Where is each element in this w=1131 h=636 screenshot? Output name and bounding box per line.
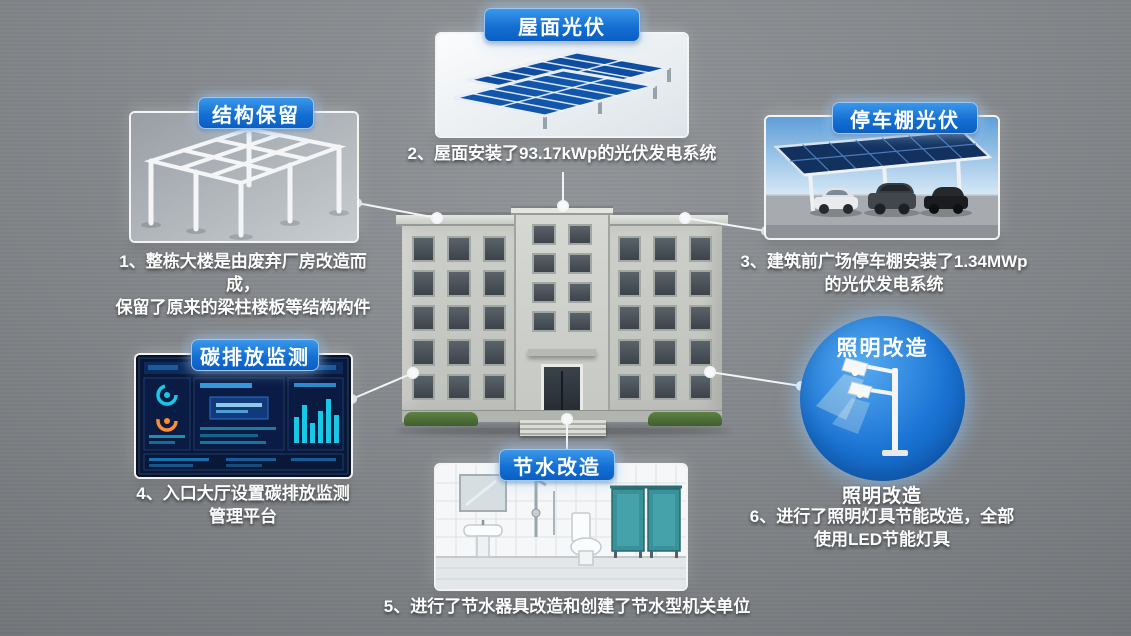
- structure-frame-photo: [131, 113, 357, 241]
- caption-water-saving: 5、进行了节水器具改造和创建了节水型机关单位: [373, 595, 761, 618]
- lighting-circle: 照明改造: [800, 316, 965, 481]
- building-center-bay: [511, 206, 613, 410]
- building-window: [688, 236, 712, 263]
- label-carbon-monitoring: 碳排放监测: [191, 339, 319, 371]
- building-window: [532, 253, 556, 274]
- building-right-wing-windows: [618, 236, 712, 400]
- caption-lighting-line1: 6、进行了照明灯具节能改造，全部: [749, 507, 1015, 526]
- building-window: [618, 304, 642, 332]
- building-window: [688, 339, 712, 366]
- bush-right: [648, 412, 722, 426]
- caption-structure-line2: 保留了原来的梁柱楼板等结构构件: [115, 298, 371, 317]
- water-saving-photo: [436, 465, 686, 589]
- building-window: [412, 270, 436, 297]
- building-entrance-canopy: [528, 349, 596, 356]
- caption-carport-pv: 3、建筑前广场停车棚安装了1.34MWp 的光伏发电系统: [734, 250, 1034, 296]
- carbon-dashboard-photo: [136, 355, 351, 477]
- building-steps: [520, 420, 606, 436]
- label-structure-retention: 结构保留: [198, 97, 314, 129]
- building-window: [412, 304, 436, 332]
- label-roof-pv: 屋面光伏: [484, 8, 640, 42]
- caption-structure-line1: 1、整栋大楼是由废弃厂房改造而成，: [119, 252, 367, 294]
- building-window: [653, 373, 677, 400]
- building-window: [447, 236, 471, 263]
- building-left-wing-windows: [412, 236, 506, 400]
- building-window: [618, 339, 642, 366]
- caption-carbon-monitoring: 4、入口大厅设置碳排放监测 管理平台: [126, 482, 360, 528]
- bush-left: [404, 412, 478, 426]
- caption-structure: 1、整栋大楼是由废弃厂房改造而成， 保留了原来的梁柱楼板等结构构件: [108, 250, 378, 319]
- steel-frame-illustration: [131, 113, 357, 241]
- building-center-windows: [532, 224, 592, 332]
- building-window: [447, 304, 471, 332]
- building-window: [482, 270, 506, 297]
- carport-pv-photo: [766, 117, 998, 238]
- caption-carbon-line1: 4、入口大厅设置碳排放监测: [136, 484, 350, 503]
- roof-pv-photo: [437, 34, 687, 136]
- building-window: [532, 282, 556, 303]
- building-window: [412, 236, 436, 263]
- building-window: [482, 373, 506, 400]
- building-window: [618, 373, 642, 400]
- caption-carbon-line2: 管理平台: [209, 507, 277, 526]
- building-center-cornice: [511, 206, 613, 215]
- street-lamp-icon: [816, 357, 908, 456]
- building-window: [653, 270, 677, 297]
- solar-panel-illustration: [437, 34, 687, 136]
- building-window: [447, 339, 471, 366]
- label-water-saving: 节水改造: [499, 449, 615, 481]
- building-window: [532, 311, 556, 332]
- building-illustration: [396, 206, 728, 422]
- building-window: [568, 311, 592, 332]
- building-window: [447, 270, 471, 297]
- building-window: [532, 224, 556, 245]
- lighting-circle-title: 照明改造: [836, 337, 929, 360]
- bathroom-illustration: [436, 465, 686, 589]
- building-window: [482, 304, 506, 332]
- caption-lighting: 6、进行了照明灯具节能改造，全部 使用LED节能灯具: [742, 505, 1022, 551]
- caption-roof-pv: 2、屋面安装了93.17kWp的光伏发电系统: [352, 142, 772, 165]
- building-window: [568, 224, 592, 245]
- caption-lighting-line2: 使用LED节能灯具: [814, 530, 950, 549]
- dashboard-screen-illustration: [136, 355, 351, 477]
- building-window: [412, 373, 436, 400]
- building-window: [482, 236, 506, 263]
- building-window: [482, 339, 506, 366]
- caption-water-text: 5、进行了节水器具改造和创建了节水型机关单位: [383, 597, 751, 616]
- building-window: [568, 253, 592, 274]
- label-carport-pv: 停车棚光伏: [832, 102, 978, 134]
- building-window: [412, 339, 436, 366]
- solar-carport-illustration: [766, 117, 998, 238]
- building-window: [653, 236, 677, 263]
- caption-roof-pv-text: 2、屋面安装了93.17kWp的光伏发电系统: [407, 144, 717, 163]
- building-window: [688, 304, 712, 332]
- caption-carport-line2: 的光伏发电系统: [824, 275, 944, 294]
- building-window: [688, 270, 712, 297]
- building-window: [447, 373, 471, 400]
- lighting-heading: 照明改造: [841, 486, 922, 507]
- building-entrance-door: [541, 364, 583, 410]
- building-window: [688, 373, 712, 400]
- building-window: [618, 270, 642, 297]
- building-window: [653, 304, 677, 332]
- building-window: [568, 282, 592, 303]
- building-window: [653, 339, 677, 366]
- caption-carport-line1: 3、建筑前广场停车棚安装了1.34MWp: [740, 252, 1028, 271]
- building-window: [618, 236, 642, 263]
